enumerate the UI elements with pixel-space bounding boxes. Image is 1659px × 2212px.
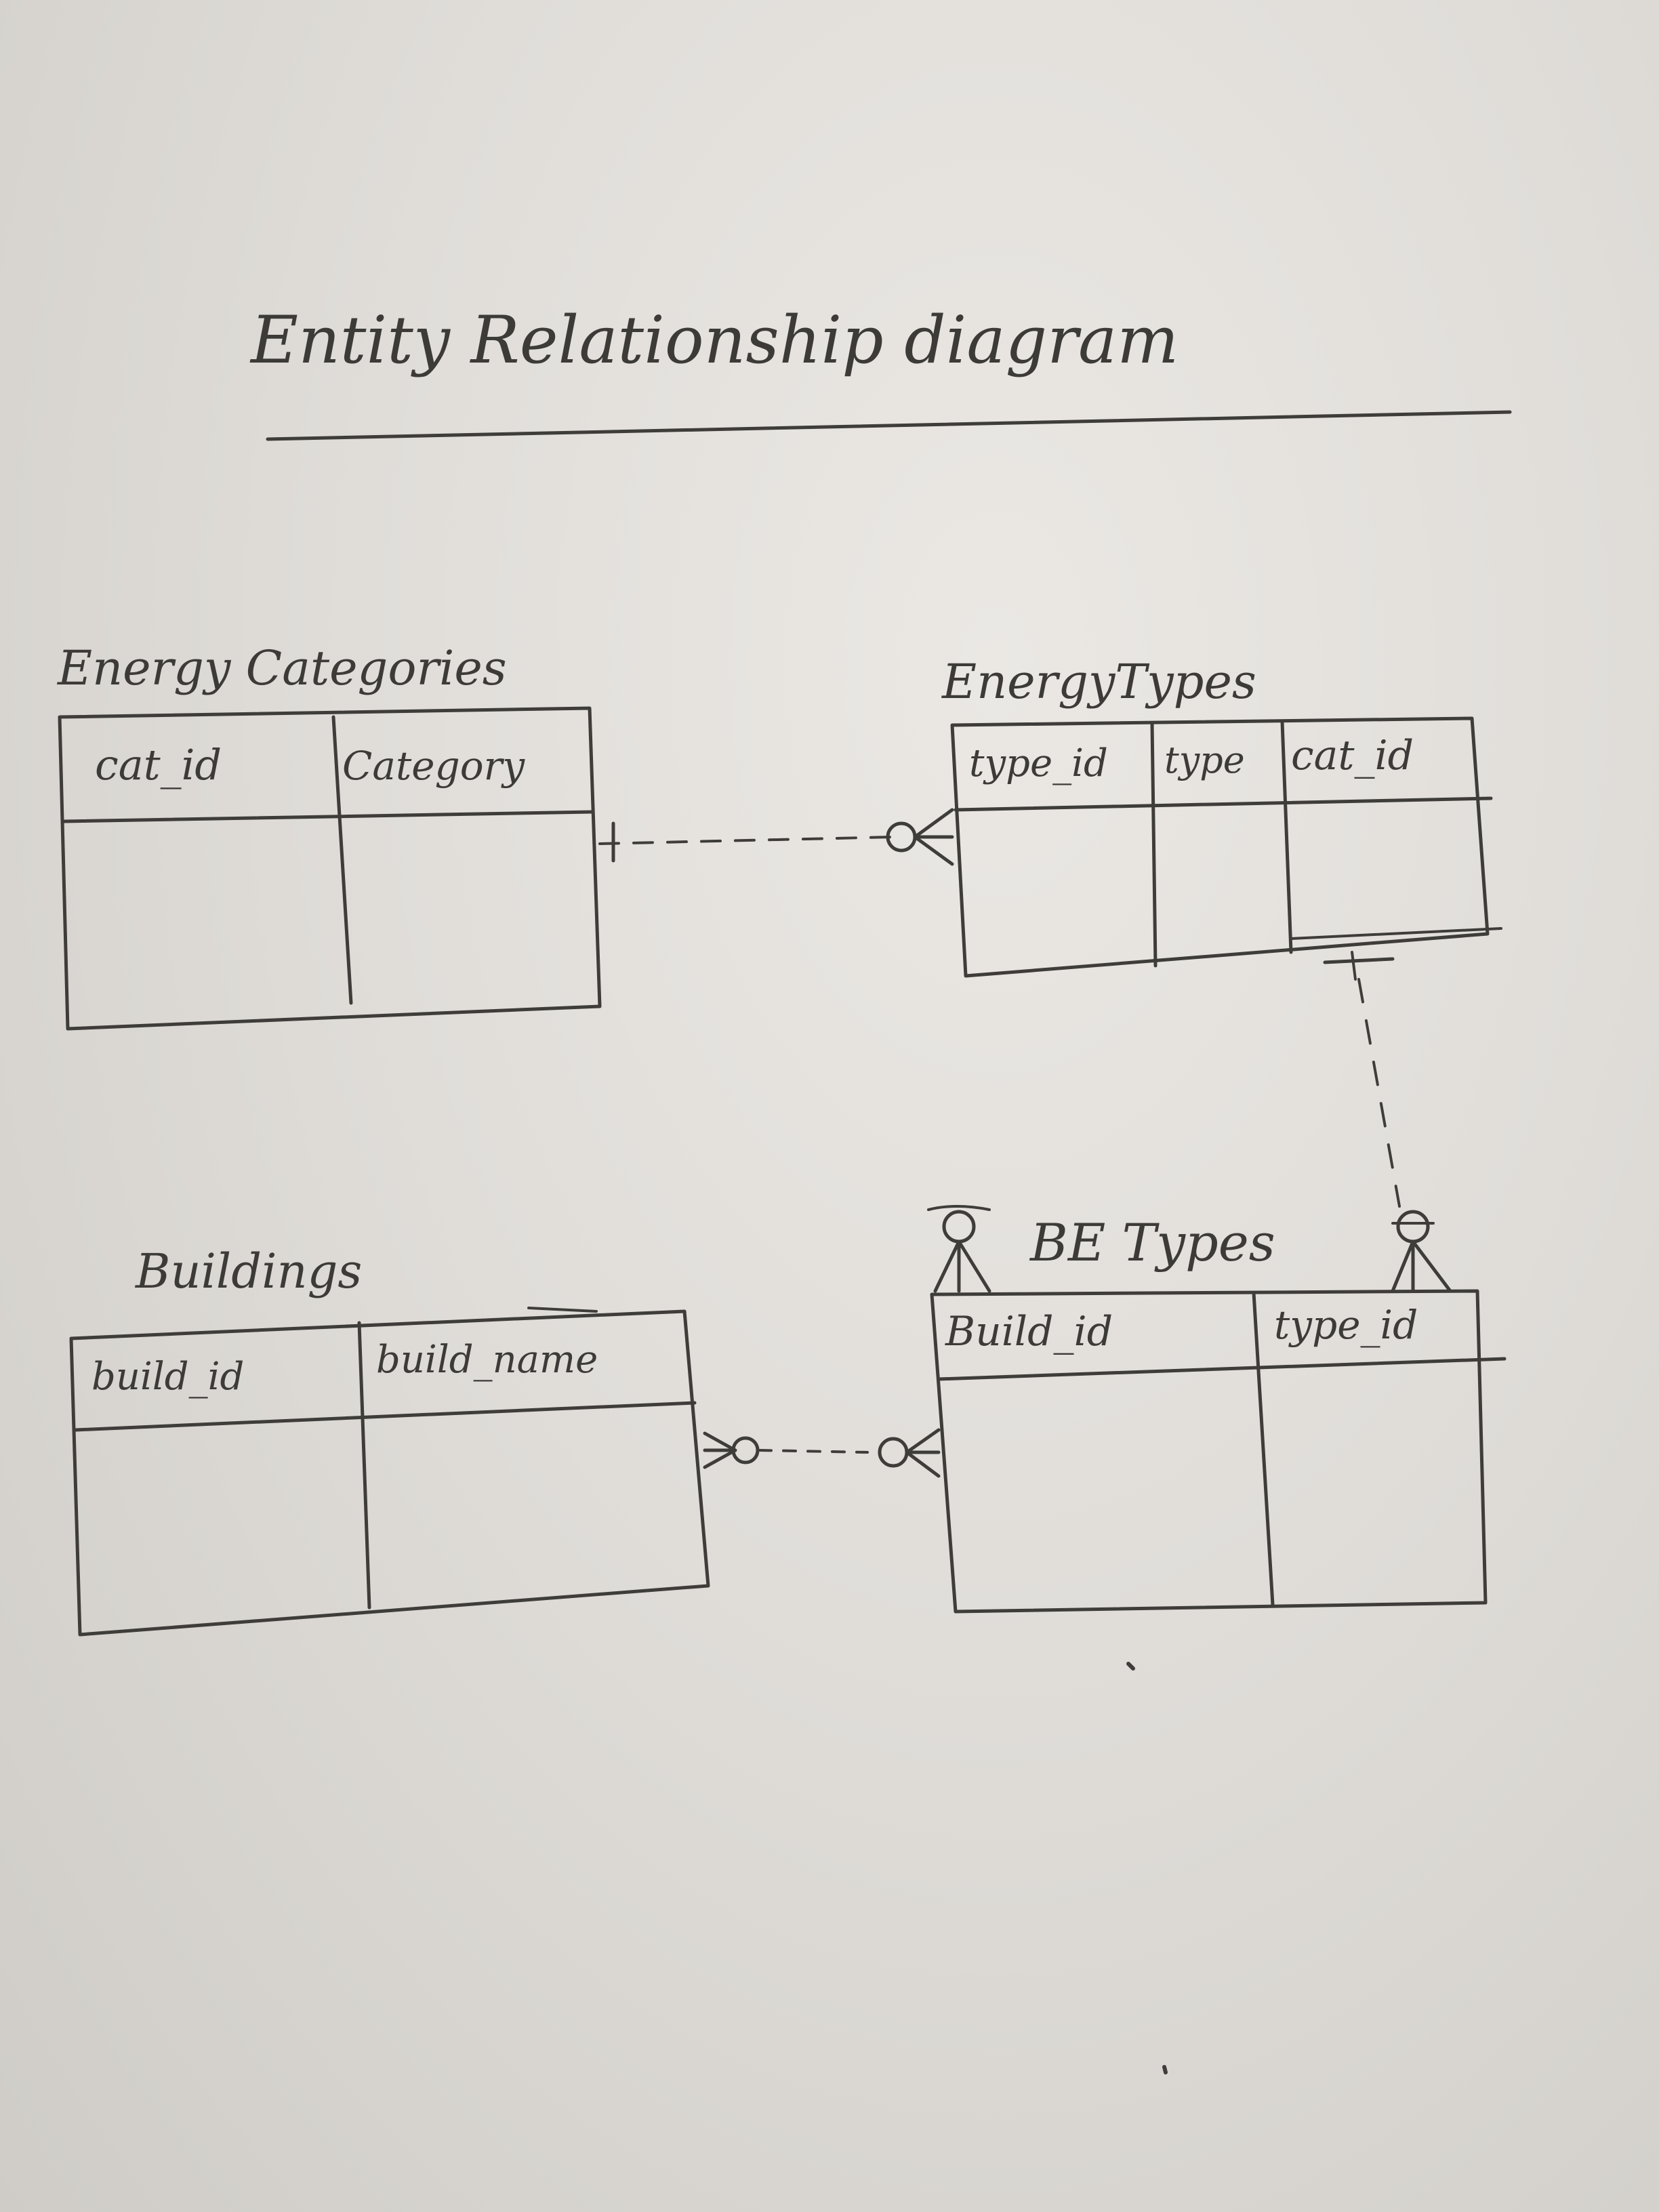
one-bar-icon [1351,951,1357,981]
title-underline [266,410,1512,441]
column-divider [1150,722,1158,968]
column-header: build_name [376,1338,598,1382]
relationship-line [1357,978,1401,1208]
column-divider [357,1321,371,1610]
entity-name: Buildings [134,1244,362,1299]
zero-circle-icon [886,821,917,853]
entity-name-underline [527,1307,598,1313]
relationship-line [598,836,896,845]
entity-be-types: BE Types Build_id type_id [930,1212,1507,1614]
relationship-types-betypes [1323,951,1452,1293]
entity-name: BE Types [1029,1212,1275,1273]
entity-name: Energy Categories [56,640,507,696]
header-divider [74,1401,697,1432]
column-header: type [1164,739,1245,781]
relationship-betypes-left-marker [927,1205,991,1293]
column-header: cat_id [95,740,222,790]
pencil-dot [1162,2065,1168,2074]
header-divider [954,796,1493,812]
entity-table-outline [69,1309,710,1637]
pencil-dot [1126,1662,1135,1671]
column-divider [1280,720,1293,954]
column-header: type_id [1274,1302,1418,1348]
column-divider [1252,1291,1275,1607]
entity-table-outline [58,706,602,1031]
column-underline [1290,927,1502,940]
zero-circle-icon [1396,1210,1430,1244]
column-header: build_id [91,1355,244,1399]
zero-circle-icon [942,1210,976,1244]
entity-energy-categories: Energy Categories cat_id Category [56,640,602,1031]
relationship-categories-types [598,808,954,866]
relationship-line [758,1449,869,1454]
many-crowfoot-icon [933,1240,991,1293]
entity-name: EnergyTypes [941,654,1256,710]
header-divider [937,1357,1507,1381]
entity-buildings: Buildings build_id build_name [69,1244,710,1637]
column-divider [331,715,353,1005]
many-crowfoot-icon [913,808,954,866]
many-crowfoot-icon [703,1431,737,1469]
one-bar-icon [927,1205,991,1211]
relationship-buildings-betypes [703,1428,941,1478]
many-crowfoot-icon [1391,1240,1452,1293]
one-bar-icon [1323,957,1395,964]
zero-circle-icon [878,1437,909,1468]
column-header: Category [342,743,525,789]
many-crowfoot-icon [905,1428,941,1478]
diagram-title: Entity Relationship diagram [249,302,1179,378]
header-divider [62,810,595,823]
entity-table-outline [950,716,1490,978]
column-header: type_id [969,741,1108,785]
entity-energy-types: EnergyTypes type_id type cat_id [941,654,1502,978]
column-header: Build_id [945,1308,1113,1355]
column-header: cat_id [1291,732,1414,779]
entity-table-outline [930,1289,1488,1614]
